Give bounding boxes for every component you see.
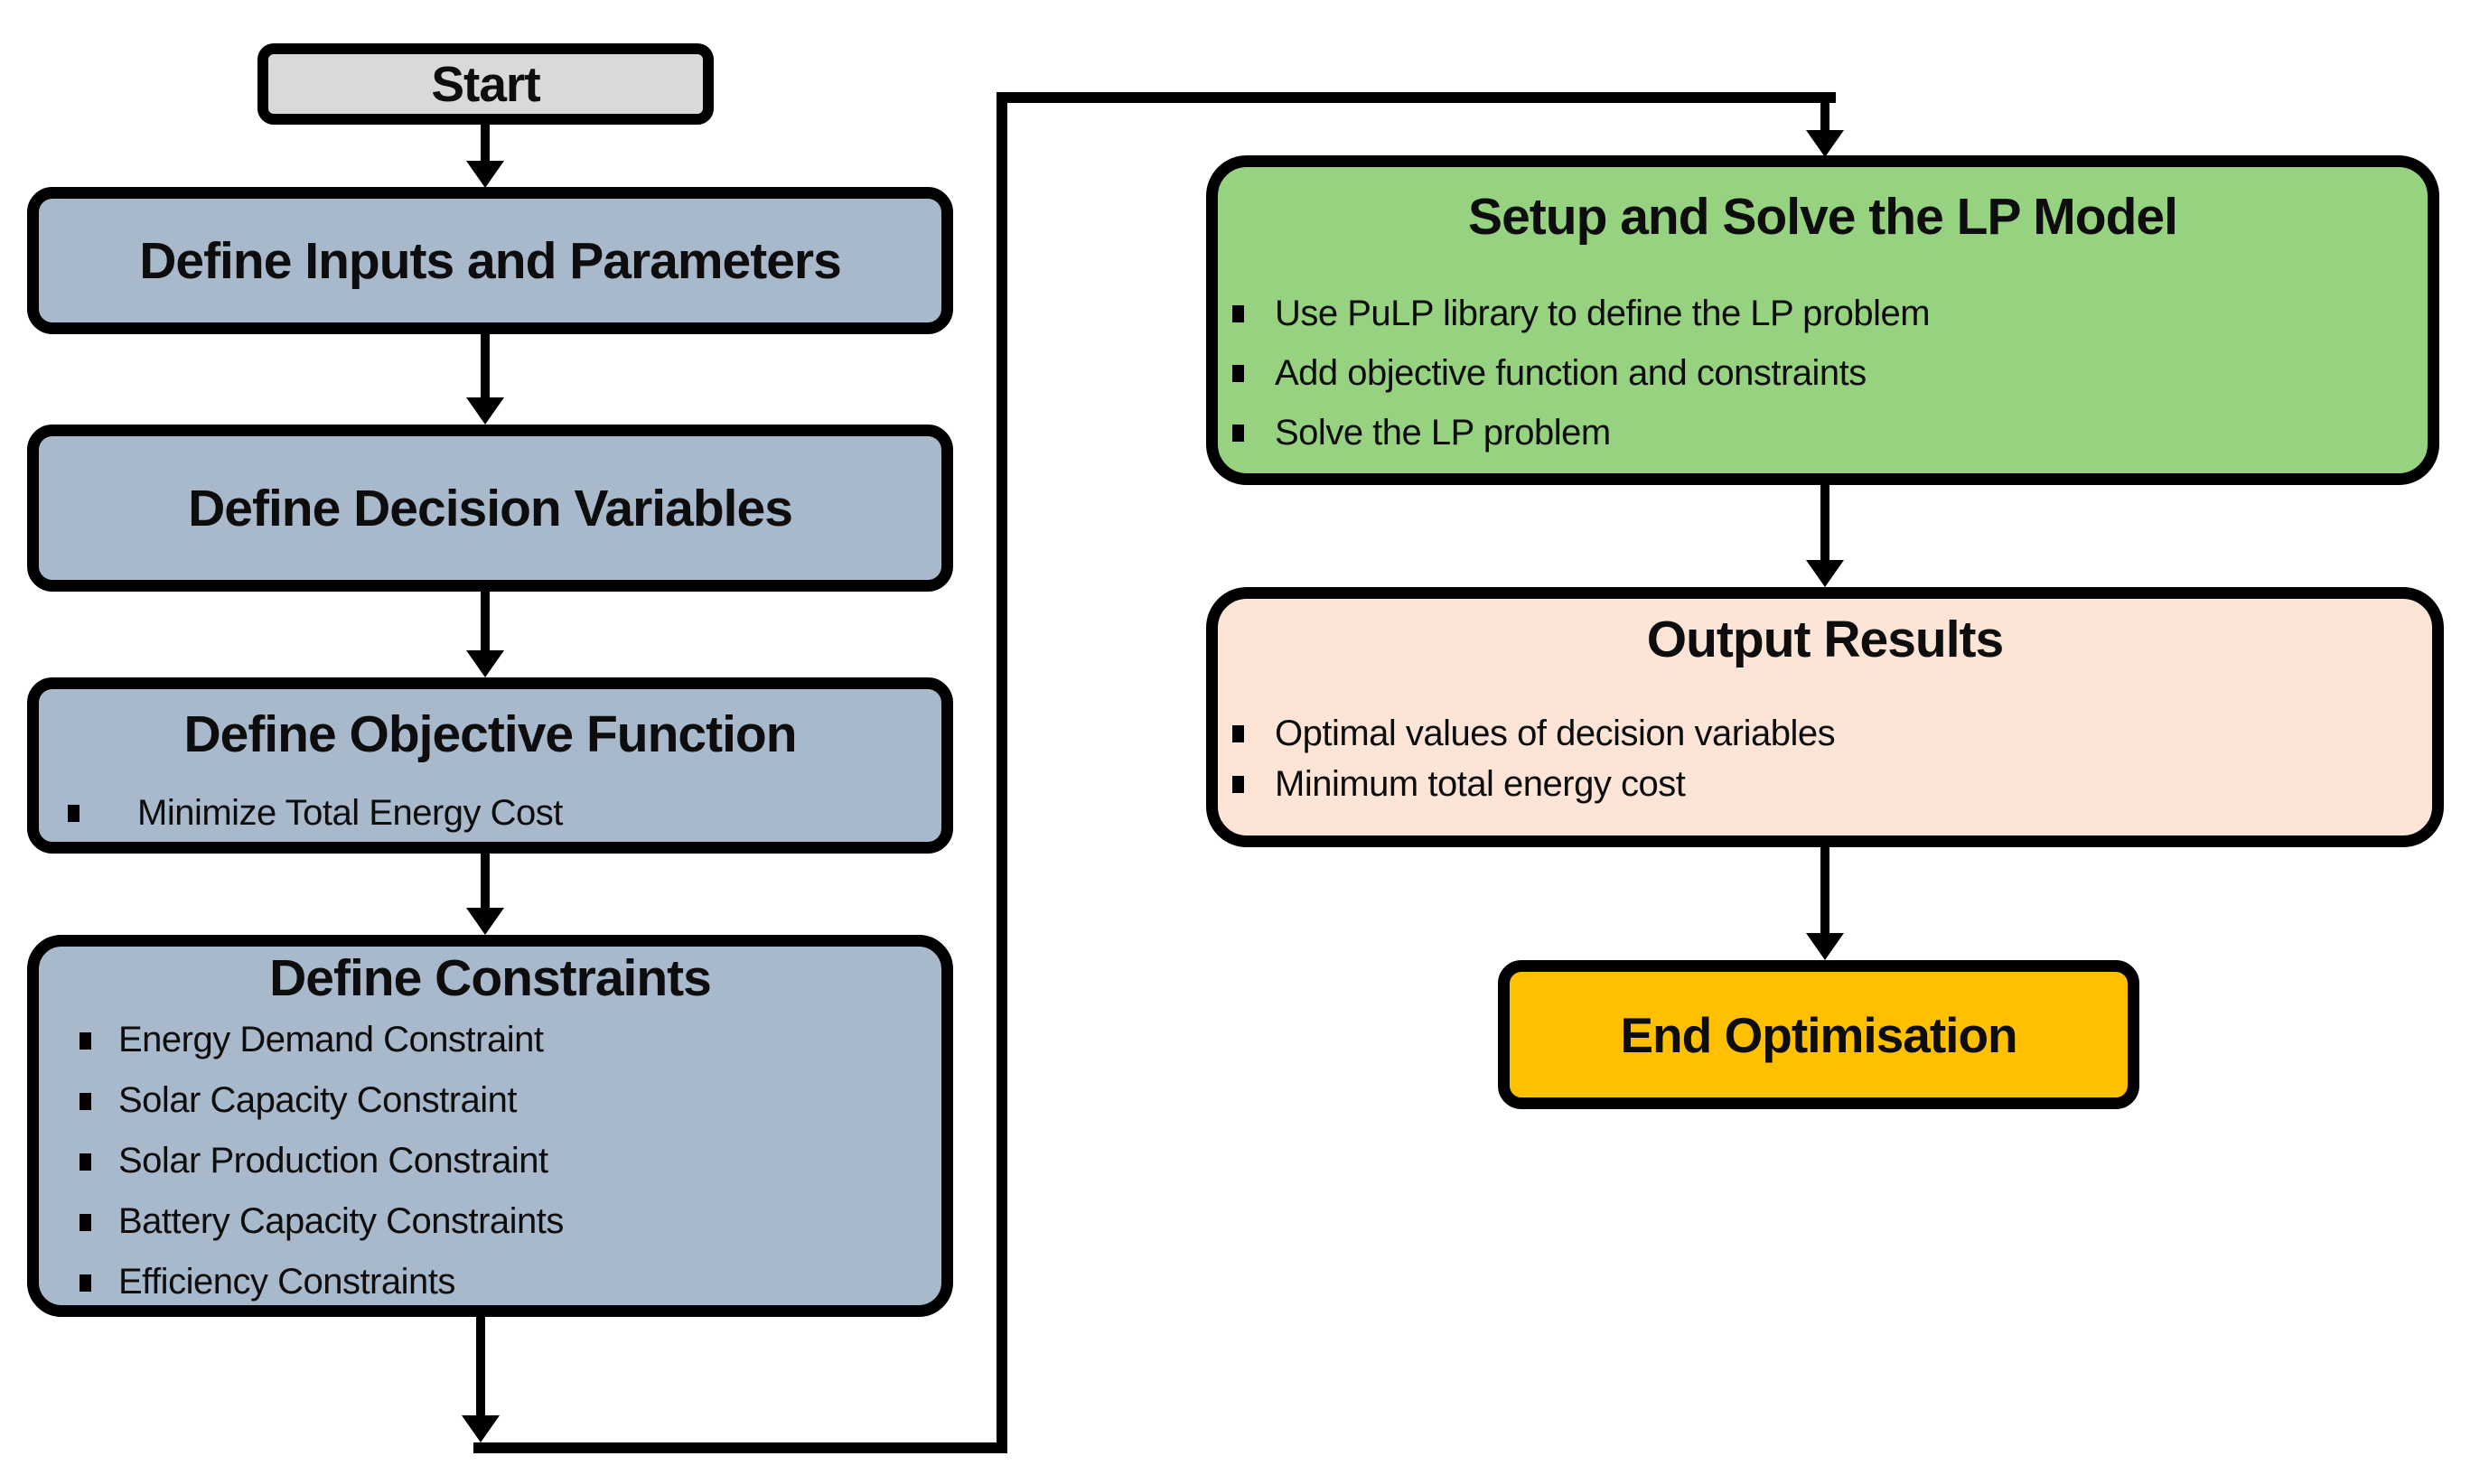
constraints-bullet-list: Energy Demand Constraint Solar Capacity …: [39, 1010, 941, 1312]
bullet-text: Solar Capacity Constraint: [118, 1080, 518, 1120]
bullet-text: Use PuLP library to define the LP proble…: [1275, 294, 1931, 333]
bullet-text: Solar Production Constraint: [118, 1141, 548, 1181]
output-bullet-list: Optimal values of decision variables Min…: [1218, 708, 2432, 809]
define-objective-function-title: Define Objective Function: [183, 705, 797, 763]
arrow-start-to-inputs: [481, 125, 490, 161]
objective-bullet-list: Minimize Total Energy Cost: [39, 788, 941, 838]
arrow-output-to-end: [1820, 845, 1829, 933]
bullet-square-icon: [1232, 725, 1244, 742]
connector-top-line: [997, 92, 1836, 103]
end-optimisation-title: End Optimisation: [1620, 1006, 2017, 1063]
setup-solve-lp-model-title: Setup and Solve the LP Model: [1468, 188, 2178, 246]
bullet-square-icon: [80, 1032, 91, 1050]
list-item: Solar Production Constraint: [80, 1131, 941, 1191]
define-decision-variables-title: Define Decision Variables: [188, 479, 793, 537]
node-end-optimisation: End Optimisation: [1498, 960, 2139, 1109]
node-define-decision-variables: Define Decision Variables: [27, 425, 953, 592]
list-item: Energy Demand Constraint: [80, 1010, 941, 1070]
output-results-title: Output Results: [1646, 611, 2005, 668]
node-start: Start: [257, 43, 714, 125]
list-item: Minimize Total Energy Cost: [68, 788, 941, 838]
bullet-text: Minimize Total Energy Cost: [137, 793, 563, 833]
bullet-square-icon: [80, 1214, 91, 1231]
solve-bullet-list: Use PuLP library to define the LP proble…: [1218, 284, 2428, 462]
define-inputs-title: Define Inputs and Parameters: [139, 231, 842, 290]
node-output-results: Output Results Optimal values of decisio…: [1206, 587, 2444, 847]
node-define-objective-function: Define Objective Function Minimize Total…: [27, 677, 953, 854]
list-item: Use PuLP library to define the LP proble…: [1232, 284, 2428, 343]
arrow-constraints-to-loop: [476, 1315, 485, 1415]
bullet-text: Battery Capacity Constraints: [118, 1201, 564, 1241]
arrow-loop-to-solve: [1820, 98, 1829, 130]
bullet-square-icon: [80, 1153, 91, 1171]
arrow-decision-to-objective: [481, 590, 490, 650]
node-define-constraints: Define Constraints Energy Demand Constra…: [27, 935, 953, 1317]
bullet-square-icon: [68, 805, 80, 822]
arrow-solve-to-output: [1820, 483, 1829, 560]
list-item: Add objective function and constraints: [1232, 343, 2428, 403]
bullet-text: Efficiency Constraints: [118, 1262, 455, 1302]
bullet-text: Add objective function and constraints: [1275, 353, 1867, 393]
bullet-square-icon: [1232, 365, 1244, 382]
bullet-square-icon: [1232, 305, 1244, 322]
list-item: Efficiency Constraints: [80, 1252, 941, 1312]
list-item: Solve the LP problem: [1232, 403, 2428, 462]
node-setup-solve-lp-model: Setup and Solve the LP Model Use PuLP li…: [1206, 155, 2439, 485]
bullet-text: Optimal values of decision variables: [1275, 714, 1836, 753]
bullet-text: Solve the LP problem: [1275, 413, 1611, 453]
connector-vertical-line: [997, 92, 1007, 1453]
bullet-square-icon: [1232, 776, 1244, 793]
arrow-objective-to-constraints: [481, 852, 490, 908]
node-define-inputs: Define Inputs and Parameters: [27, 187, 953, 334]
bullet-square-icon: [80, 1274, 91, 1292]
define-constraints-title: Define Constraints: [269, 949, 712, 1007]
bullet-square-icon: [1232, 425, 1244, 442]
start-label: Start: [431, 56, 540, 112]
bullet-square-icon: [80, 1093, 91, 1110]
list-item: Solar Capacity Constraint: [80, 1070, 941, 1131]
bullet-text: Minimum total energy cost: [1275, 764, 1686, 804]
bullet-text: Energy Demand Constraint: [118, 1020, 544, 1059]
list-item: Battery Capacity Constraints: [80, 1191, 941, 1252]
connector-bottom-line: [473, 1442, 1007, 1453]
list-item: Minimum total energy cost: [1232, 759, 2432, 809]
arrow-inputs-to-decision: [481, 334, 490, 397]
list-item: Optimal values of decision variables: [1232, 708, 2432, 759]
